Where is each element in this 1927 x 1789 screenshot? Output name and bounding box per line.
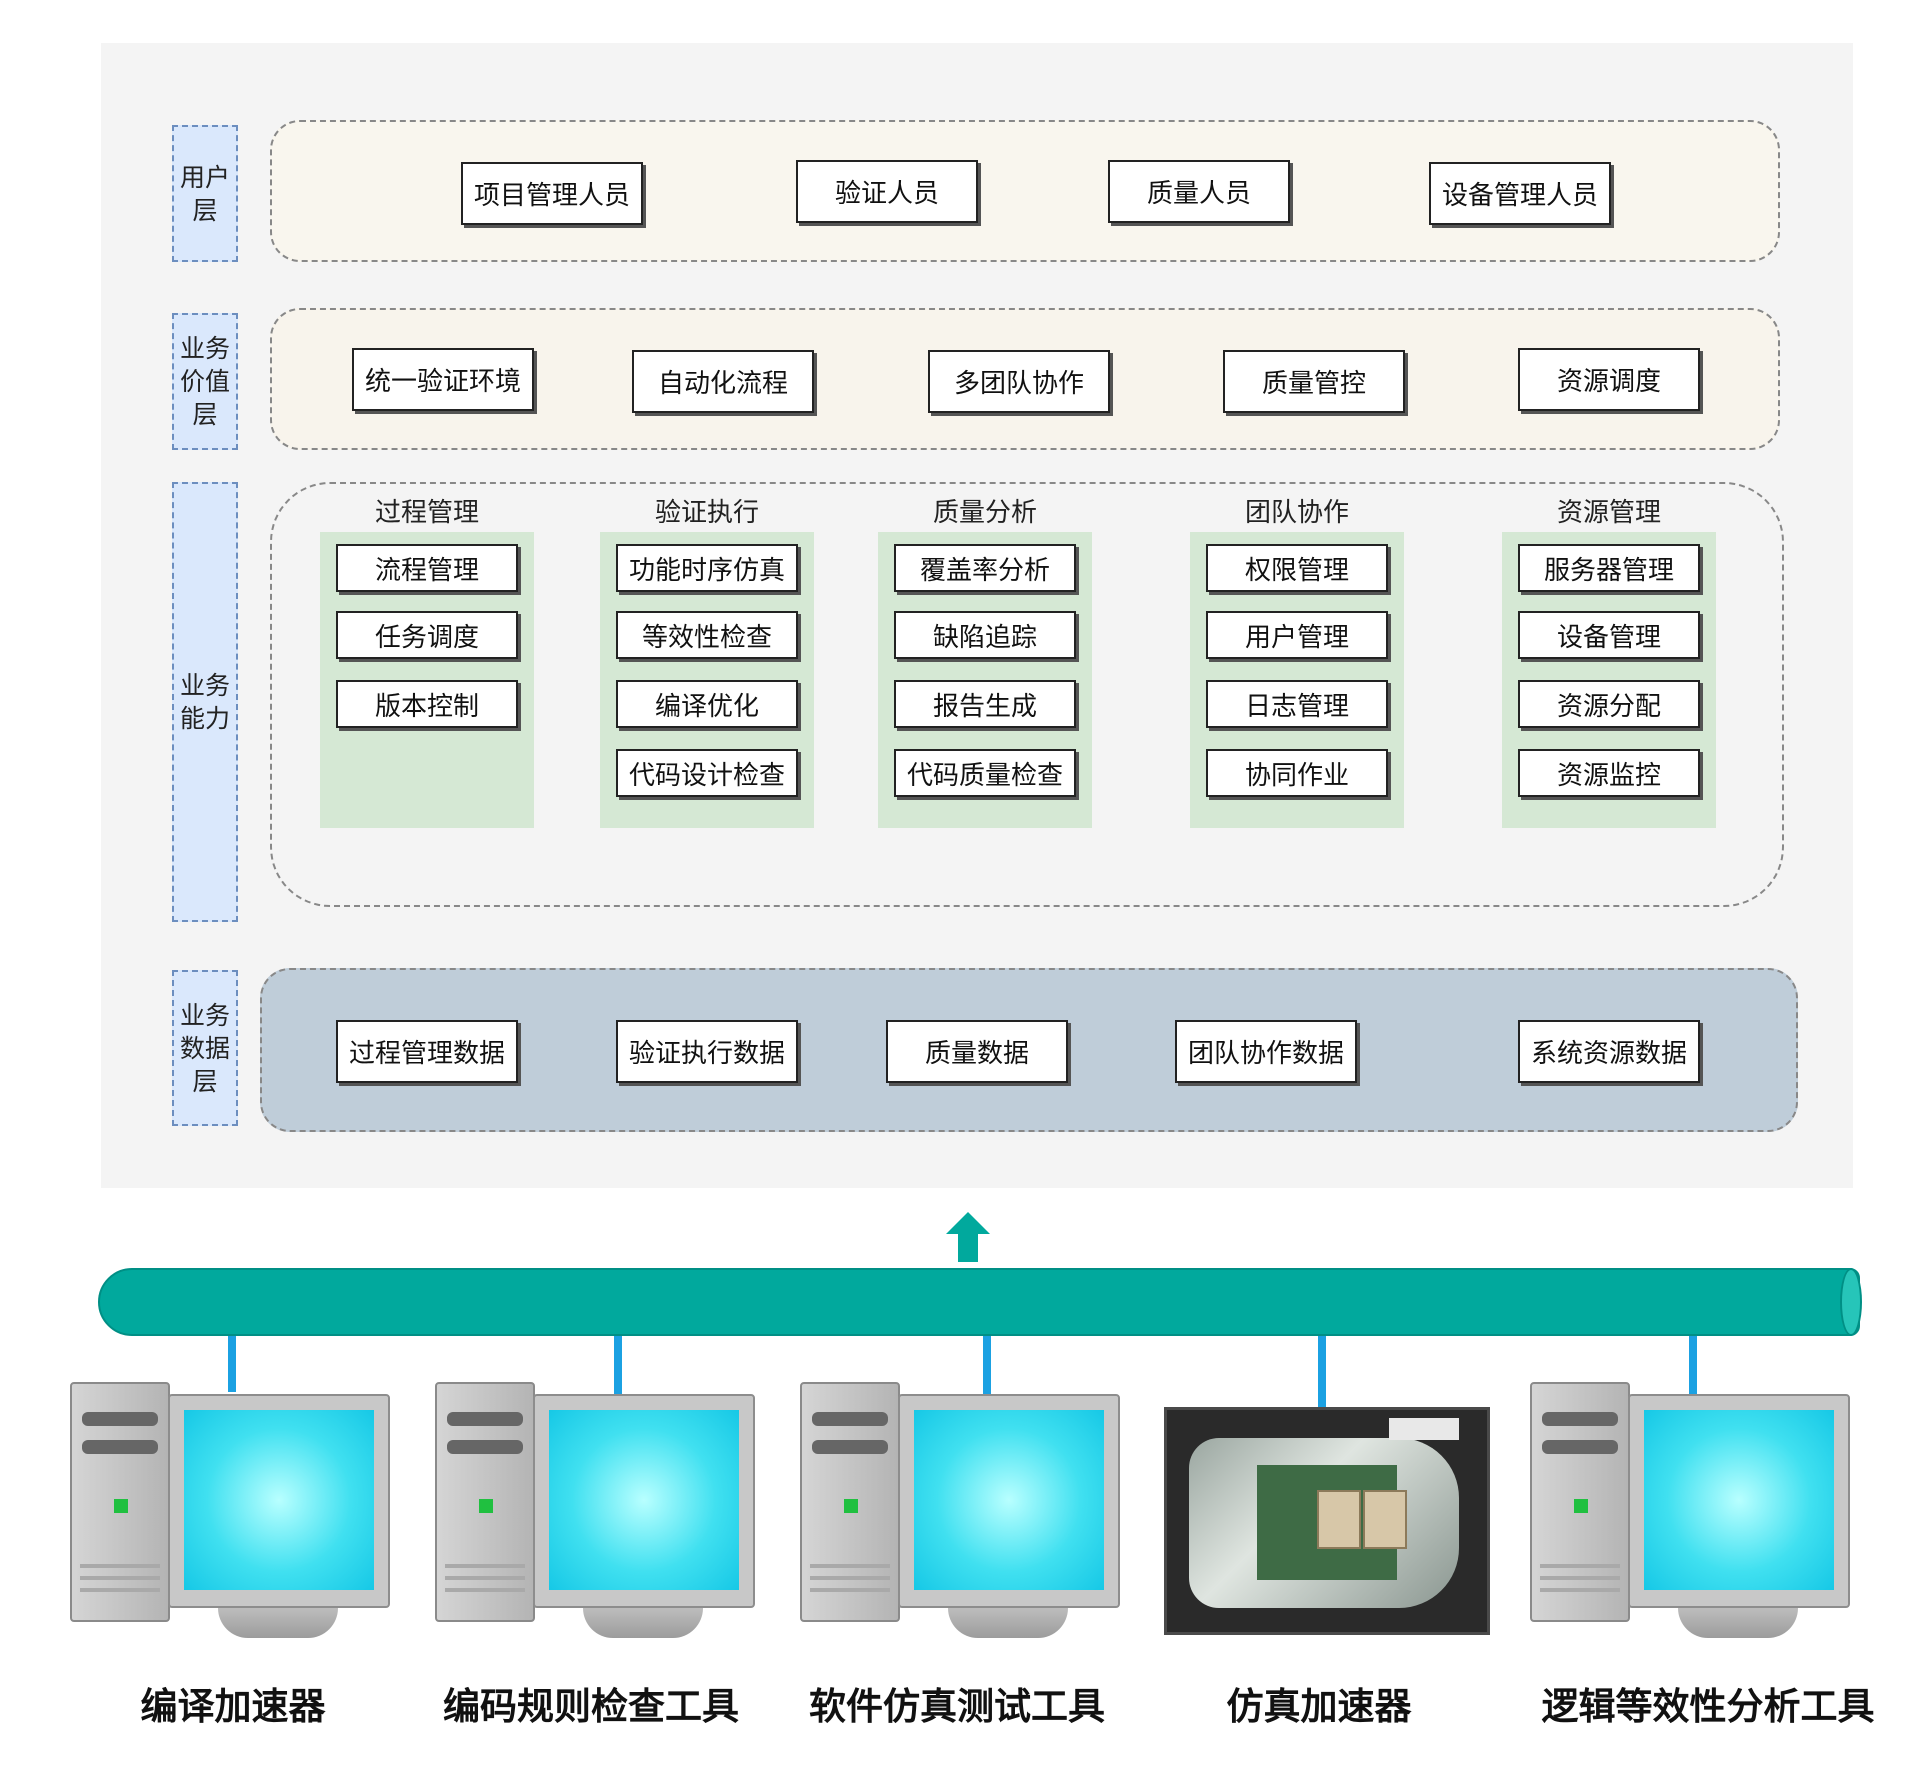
user-role-label: 质量人员 (1146, 179, 1251, 209)
value-box: 资源调度 (1518, 348, 1700, 411)
layer-label-capability: 业务 能力 (172, 482, 238, 922)
data-box: 系统资源数据 (1518, 1020, 1700, 1083)
capability-label: 权限管理 (1244, 555, 1349, 586)
capability-label: 任务调度 (374, 622, 479, 653)
data-label: 过程管理数据 (348, 1039, 505, 1069)
capability-label: 功能时序仿真 (628, 555, 785, 586)
capability-box: 缺陷追踪 (894, 611, 1076, 659)
bus-connector (228, 1336, 236, 1392)
tool-label: 软件仿真测试工具 (809, 1685, 1105, 1728)
capability-box: 编译优化 (616, 680, 798, 728)
capability-column-title: 团队协作 (1244, 498, 1349, 528)
capability-layer-region (270, 482, 1784, 907)
user-role-label: 验证人员 (834, 179, 939, 209)
data-label: 系统资源数据 (1530, 1039, 1687, 1069)
capability-label: 代码质量检查 (906, 760, 1063, 791)
capability-column-title: 质量分析 (932, 498, 1037, 528)
data-box: 团队协作数据 (1175, 1020, 1357, 1083)
value-box: 自动化流程 (632, 350, 814, 413)
capability-box: 设备管理 (1518, 611, 1700, 659)
user-role-label: 设备管理人员 (1441, 181, 1598, 211)
capability-column-title: 验证执行 (654, 498, 759, 528)
layer-label-data: 业务 数据 层 (172, 970, 238, 1126)
data-label: 团队协作数据 (1187, 1039, 1344, 1069)
capability-column-title: 资源管理 (1556, 498, 1661, 528)
tool-label: 编码规则检查工具 (443, 1685, 739, 1728)
capability-label: 用户管理 (1244, 622, 1349, 653)
capability-box: 服务器管理 (1518, 544, 1700, 592)
value-box: 统一验证环境 (352, 348, 534, 411)
layer-label-data-text: 业务 数据 层 (179, 1000, 230, 1096)
layer-label-user-text: 用户 层 (179, 162, 230, 225)
capability-box: 代码质量检查 (894, 749, 1076, 797)
capability-label: 覆盖率分析 (919, 555, 1050, 586)
capability-label: 设备管理 (1556, 622, 1661, 653)
capability-label: 资源监控 (1556, 760, 1661, 791)
capability-box: 流程管理 (336, 544, 518, 592)
value-label: 资源调度 (1556, 367, 1661, 397)
user-role-label: 项目管理人员 (473, 181, 630, 211)
capability-label: 日志管理 (1244, 691, 1349, 722)
capability-box: 功能时序仿真 (616, 544, 798, 592)
capability-label: 编译优化 (654, 691, 759, 722)
capability-label: 服务器管理 (1543, 555, 1674, 586)
capability-box: 任务调度 (336, 611, 518, 659)
bus-connector (983, 1336, 991, 1400)
data-label: 验证执行数据 (628, 1039, 785, 1069)
capability-column-title: 过程管理 (374, 498, 479, 528)
capability-box: 覆盖率分析 (894, 544, 1076, 592)
capability-box: 用户管理 (1206, 611, 1388, 659)
data-bus-pipe-end (1840, 1268, 1862, 1336)
capability-box: 权限管理 (1206, 544, 1388, 592)
accelerator-device-icon (1164, 1407, 1490, 1635)
value-box: 质量管控 (1223, 350, 1405, 413)
up-arrow-icon (946, 1212, 990, 1262)
user-role-box: 项目管理人员 (461, 162, 643, 225)
bus-connector (1689, 1336, 1697, 1402)
value-box: 多团队协作 (928, 350, 1110, 413)
data-bus-pipe (98, 1268, 1860, 1336)
data-box: 验证执行数据 (616, 1020, 798, 1083)
bus-connector (1318, 1336, 1326, 1414)
layer-label-value-text: 业务 价值 层 (179, 334, 230, 429)
capability-label: 资源分配 (1556, 691, 1661, 722)
capability-box: 资源分配 (1518, 680, 1700, 728)
layer-label-capability-text: 业务 能力 (179, 671, 230, 733)
capability-label: 报告生成 (932, 691, 1037, 722)
data-label: 质量数据 (924, 1039, 1029, 1069)
bus-connector (614, 1336, 622, 1396)
capability-box: 协同作业 (1206, 749, 1388, 797)
capability-box: 资源监控 (1518, 749, 1700, 797)
tool-label: 仿真加速器 (1226, 1685, 1412, 1728)
user-role-box: 验证人员 (796, 160, 978, 223)
capability-box: 报告生成 (894, 680, 1076, 728)
capability-label: 流程管理 (374, 555, 479, 586)
tool-label: 逻辑等效性分析工具 (1541, 1685, 1875, 1728)
capability-box: 版本控制 (336, 680, 518, 728)
layer-label-user: 用户 层 (172, 125, 238, 262)
layer-label-value: 业务 价值 层 (172, 313, 238, 450)
data-box: 过程管理数据 (336, 1020, 518, 1083)
capability-label: 协同作业 (1244, 760, 1349, 791)
capability-box: 日志管理 (1206, 680, 1388, 728)
data-box: 质量数据 (886, 1020, 1068, 1083)
computer-icon (800, 1382, 1120, 1644)
value-label: 多团队协作 (953, 369, 1084, 399)
value-label: 自动化流程 (657, 369, 788, 399)
tool-label: 编译加速器 (140, 1685, 326, 1728)
user-role-box: 设备管理人员 (1429, 162, 1611, 225)
value-label: 统一验证环境 (364, 367, 521, 397)
capability-box: 等效性检查 (616, 611, 798, 659)
computer-icon (1530, 1382, 1850, 1644)
capability-label: 等效性检查 (641, 622, 772, 653)
capability-label: 缺陷追踪 (932, 622, 1037, 653)
capability-label: 版本控制 (374, 691, 479, 722)
computer-icon (435, 1382, 755, 1644)
user-role-box: 质量人员 (1108, 160, 1290, 223)
capability-box: 代码设计检查 (616, 749, 798, 797)
computer-icon (70, 1382, 390, 1644)
capability-label: 代码设计检查 (628, 760, 785, 791)
value-label: 质量管控 (1261, 369, 1366, 399)
